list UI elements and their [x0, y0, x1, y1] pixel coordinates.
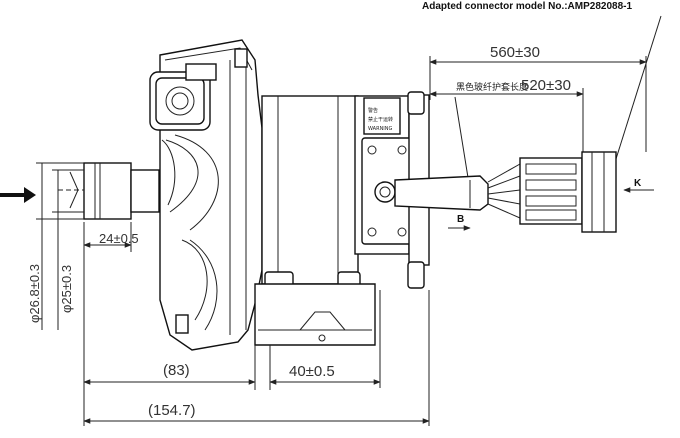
view-k-marker: K: [634, 178, 642, 189]
bracket-width-dim: 40±0.5: [289, 363, 335, 380]
sleeve-length-label: 黑色玻纤护套长度: [456, 81, 528, 93]
outlet-pipe: [58, 162, 160, 220]
inlet-nozzle: [149, 63, 217, 131]
connector-body: [519, 151, 617, 233]
inner-diameter-dim: φ25±0.3: [59, 265, 74, 313]
mounting-bracket: [254, 283, 376, 346]
sleeve-length-value: 520±30: [521, 77, 571, 94]
offset-83-dim: (83): [163, 362, 190, 379]
connector-leader-line: [609, 15, 662, 179]
flow-direction-arrow: [0, 187, 36, 203]
cable-total-dim: 560±30: [490, 44, 540, 61]
view-b-marker: B: [457, 214, 464, 225]
svg-text:警告: 警告: [368, 107, 378, 114]
connector-model-note: Adapted connector model No.:AMP282088-1: [422, 1, 632, 12]
cable-harness: [394, 163, 521, 219]
overall-length-dim: (154.7): [148, 402, 196, 419]
outer-diameter-dim: φ26.8±0.3: [27, 264, 42, 323]
svg-text:WARNING: WARNING: [368, 126, 393, 132]
outlet-length-dim: 24±0.5: [99, 231, 139, 246]
svg-text:禁止干运转: 禁止干运转: [368, 116, 393, 123]
warning-label-plate: 警告 禁止干运转 WARNING: [363, 97, 401, 135]
